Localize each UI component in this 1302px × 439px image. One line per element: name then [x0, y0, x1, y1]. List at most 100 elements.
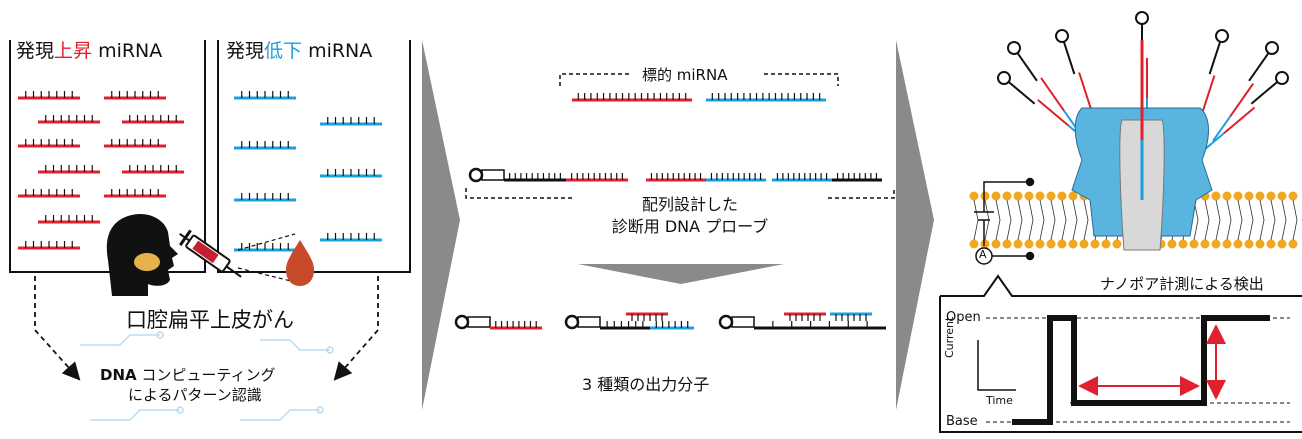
lipid-tail	[1226, 199, 1232, 241]
lipid-head	[1211, 239, 1221, 249]
output-2-red	[626, 312, 668, 321]
graph-time-label: Time	[986, 394, 1013, 407]
lipid-head	[1024, 191, 1034, 201]
lipid-tail	[1072, 199, 1078, 241]
current-trace	[1012, 315, 1270, 425]
syringe-icon	[179, 229, 242, 278]
downregulated-title-prefix: 発現	[226, 40, 265, 62]
downregulated-title-suffix: miRNA	[302, 40, 373, 62]
probe-hairpin	[468, 167, 505, 183]
lipid-head	[1112, 239, 1122, 249]
upregulated-mirna	[18, 139, 80, 148]
lipid-tail	[1083, 199, 1089, 241]
lipid-tail	[1028, 199, 1034, 241]
lipid-tail	[995, 199, 1001, 241]
output-3-black	[754, 321, 886, 330]
lipid-tail	[1215, 199, 1221, 241]
upregulated-mirna	[104, 91, 166, 100]
upregulated-mirna	[18, 241, 80, 250]
lipid-tail	[1237, 199, 1243, 241]
output-2-black	[600, 321, 650, 330]
lipid-head	[1013, 191, 1023, 201]
lipid-head	[1101, 239, 1111, 249]
lipid-tail	[1050, 199, 1056, 241]
output-molecules-label: 3 種類の出力分子	[582, 375, 710, 394]
head-icon	[106, 213, 178, 296]
ammeter-symbol: A	[979, 248, 987, 261]
lipid-head	[1211, 191, 1221, 201]
probe-black-segment	[504, 173, 566, 182]
downregulated-mirna	[320, 117, 382, 126]
down-arrow-triangle	[578, 264, 784, 284]
downregulated-mirna	[234, 91, 296, 100]
downregulated-mirna	[234, 243, 296, 252]
probe-3-blue	[772, 173, 832, 182]
downregulated-mirna	[234, 141, 296, 150]
lipid-head	[1046, 191, 1056, 201]
downregulated-title-highlight: 低下	[264, 40, 303, 62]
upregulated-mirna	[104, 139, 166, 148]
upregulated-mirna	[18, 189, 80, 198]
upregulated-bracket	[9, 40, 206, 273]
lipid-head	[1024, 239, 1034, 249]
lipid-head	[1222, 191, 1232, 201]
dna-computing-label: DNA コンピューティング	[100, 364, 276, 385]
nanopore-protein	[1071, 40, 1213, 251]
lipid-head	[1244, 239, 1254, 249]
lipid-head	[1002, 191, 1012, 201]
lipid-head	[1057, 191, 1067, 201]
upregulated-title-suffix: miRNA	[92, 40, 163, 62]
lipid-head	[991, 191, 1001, 201]
downregulated-mirna	[320, 233, 382, 242]
output-molecules	[454, 312, 886, 330]
dna-computing-bold: DNA	[100, 366, 137, 384]
lipid-tail	[1270, 199, 1276, 241]
lipid-head	[1233, 191, 1243, 201]
target-strands	[572, 93, 826, 102]
lipid-head	[1167, 239, 1177, 249]
nanopore-hairpin-6	[1200, 71, 1289, 154]
downregulated-bracket	[217, 40, 411, 273]
flow-arrow-2	[896, 40, 934, 410]
lipid-head	[1090, 239, 1100, 249]
dashed-arrow-left	[34, 276, 81, 381]
lipid-head	[1288, 191, 1298, 201]
lipid-head	[980, 191, 990, 201]
upregulated-mirna	[122, 165, 184, 174]
probe-2-blue	[706, 173, 766, 182]
upregulated-title-prefix: 発現	[16, 40, 55, 62]
lipid-head	[1057, 239, 1067, 249]
lipid-head	[1079, 239, 1089, 249]
lipid-head	[1255, 239, 1265, 249]
lipid-head	[1035, 191, 1045, 201]
lipid-head	[1068, 191, 1078, 201]
middle-panel	[454, 73, 895, 330]
upregulated-mirna	[122, 115, 184, 124]
upregulated-mirna	[18, 91, 80, 100]
flow-arrow-1	[422, 40, 460, 410]
magnify-line-top	[237, 233, 296, 251]
nanopore-detection-label: ナノポア計測による検出	[1100, 275, 1264, 293]
output-2-blue	[650, 321, 694, 330]
upregulated-title: 発現上昇 miRNA	[16, 36, 162, 63]
lipid-head	[991, 239, 1001, 249]
disease-label: 口腔扁平上皮がん	[126, 308, 294, 332]
target-mirna-label: 標的 miRNA	[642, 66, 728, 84]
lipid-head	[1233, 239, 1243, 249]
upregulated-mirna	[38, 115, 100, 124]
lipid-head	[1266, 239, 1276, 249]
graph-current-label: Current	[943, 316, 956, 358]
circuit-decoration	[80, 331, 334, 421]
downregulated-mirna	[320, 169, 382, 178]
lipid-head	[1222, 239, 1232, 249]
lipid-head	[1244, 191, 1254, 201]
probe-bracket	[465, 188, 895, 199]
output-3-red	[784, 312, 826, 321]
lipid-head	[1035, 239, 1045, 249]
output-1-hairpin	[454, 314, 491, 330]
downregulated-mirna	[234, 193, 296, 202]
lipid-head	[1068, 239, 1078, 249]
lipid-tail	[1006, 199, 1012, 241]
upregulated-mirna	[38, 165, 100, 174]
output-3-blue	[830, 312, 872, 321]
